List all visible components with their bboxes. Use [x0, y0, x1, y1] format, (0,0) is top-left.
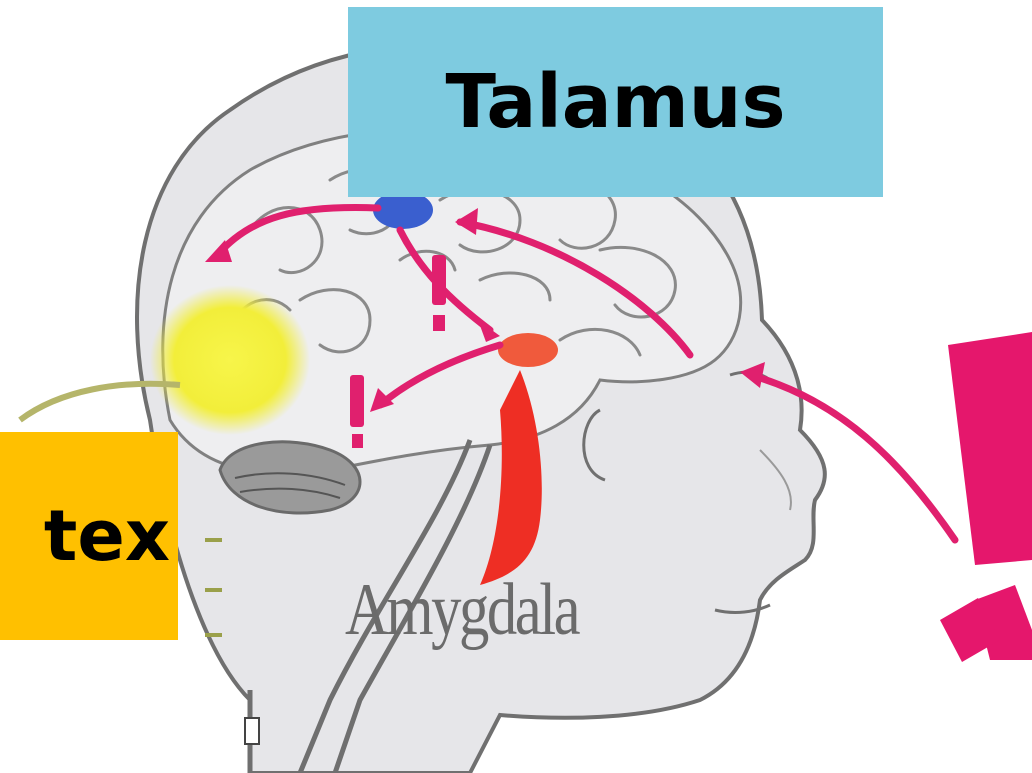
talamus-label: Talamus [348, 7, 883, 197]
big-exclamation-mark-icon [940, 332, 1032, 662]
talamus-label-text: Talamus [445, 59, 785, 145]
visual-cortex-glow [150, 285, 310, 435]
cortex-label: tex [0, 432, 178, 640]
amygdala-label: Amygdala [345, 568, 578, 653]
cortex-label-text: tex [44, 495, 170, 577]
amygdala-node [498, 333, 558, 367]
